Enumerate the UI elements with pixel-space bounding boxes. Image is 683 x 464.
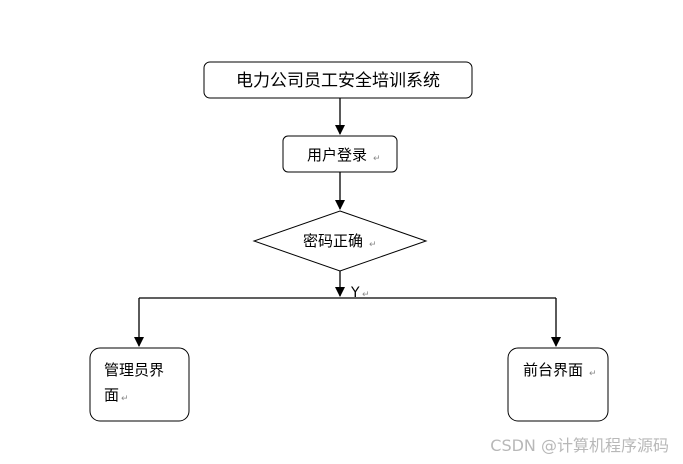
frontend-node-label: 前台界面: [523, 361, 583, 379]
paragraph-mark: ↵: [373, 154, 381, 164]
paragraph-mark: ↵: [121, 394, 129, 404]
decision-node-label: 密码正确: [303, 232, 363, 250]
paragraph-mark: ↵: [589, 369, 597, 379]
admin-node-box: [89, 347, 190, 422]
frontend-node-box: [507, 347, 609, 422]
frontend-node: 前台界面 ↵: [507, 347, 609, 422]
watermark-text: CSDN @计算机程序源码: [490, 436, 669, 455]
admin-node-label-line2: 面: [104, 386, 119, 404]
decision-node: 密码正确 ↵: [252, 210, 428, 272]
admin-node-label-line1: 管理员界: [104, 361, 164, 379]
paragraph-mark: ↵: [362, 290, 370, 300]
paragraph-mark: ↵: [369, 240, 377, 250]
login-node-label: 用户登录: [307, 146, 367, 164]
title-node-label: 电力公司员工安全培训系统: [236, 71, 440, 91]
title-node-box: [203, 61, 473, 99]
title-node: 电力公司员工安全培训系统: [203, 61, 473, 99]
yes-label: Y: [350, 285, 360, 301]
login-node: 用户登录 ↵: [282, 135, 398, 173]
admin-node: 管理员界 面 ↵: [89, 347, 190, 422]
